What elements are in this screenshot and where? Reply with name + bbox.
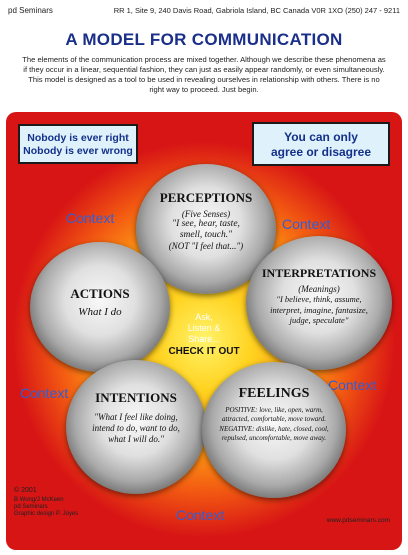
context-label-top-left: Context (66, 210, 115, 226)
context-label-left: Context (20, 385, 69, 401)
feelings-negative: NEGATIVE: dislike, hate, closed, cool, r… (219, 425, 329, 442)
center-line3: Share... (188, 334, 220, 344)
feelings-title: FEELINGS (238, 386, 310, 401)
perceptions-line2: smell, touch." (179, 230, 233, 240)
communication-model-poster: Nobody is ever right Nobody is ever wron… (6, 112, 402, 550)
interpretations-line1: "I believe, think, assume, (276, 294, 362, 304)
left-box-line2: Nobody is ever wrong (23, 145, 133, 157)
context-label-top-right: Context (282, 216, 331, 232)
context-label-bottom: Context (176, 507, 225, 523)
credit-design: Graphic design P. Joyes (14, 511, 79, 517)
actions-line1: What I do (78, 306, 122, 318)
credit-org: pd Seminars (14, 504, 48, 510)
intentions-title: INTENTIONS (95, 390, 177, 405)
interpretations-sphere: INTERPRETATIONS (Meanings) "I believe, t… (246, 236, 392, 370)
intro-paragraph: The elements of the communication proces… (22, 55, 386, 94)
perceptions-line3: (NOT "I feel that...") (168, 241, 244, 251)
website-url: www.pdseminars.com (326, 517, 390, 524)
actions-title: ACTIONS (70, 286, 130, 301)
feelings-positive: POSITIVE: love, like, open, warm, attrac… (222, 406, 326, 423)
left-box-line1: Nobody is ever right (27, 132, 129, 144)
feelings-sphere: FEELINGS POSITIVE: love, like, open, war… (202, 362, 346, 498)
context-label-right: Context (328, 377, 377, 393)
check-it-out-center: Ask, Listen & Share... CHECK IT OUT (156, 312, 252, 357)
intentions-line2: intend to do, want to do, (92, 423, 180, 433)
interpretations-line2: interpret, imagine, fantasize, (270, 304, 368, 315)
page-title: A MODEL FOR COMMUNICATION (65, 30, 343, 49)
perceptions-line1: "I see, hear, taste, (172, 219, 240, 229)
interpretations-line3: judge, speculate" (289, 315, 349, 325)
right-box-line2: agree or disagree (270, 145, 372, 159)
interpretations-sub: (Meanings) (298, 284, 340, 294)
perceptions-sub: (Five Senses) (181, 209, 231, 219)
intentions-line3: what I will do." (108, 434, 164, 444)
perceptions-title: PERCEPTIONS (159, 190, 253, 205)
center-line1: Ask, (195, 312, 213, 322)
intentions-line1: "What I feel like doing, (94, 412, 178, 422)
center-line2: Listen & (187, 323, 221, 333)
credit-authors: B Wong/J McKeen (14, 497, 64, 503)
org-address: RR 1, Site 9, 240 Davis Road, Gabriola I… (113, 6, 400, 15)
check-it-out: CHECK IT OUT (168, 346, 240, 357)
agree-disagree-box: You can only agree or disagree (252, 122, 390, 166)
interpretations-title: INTERPRETATIONS (261, 266, 377, 280)
nobody-right-box: Nobody is ever right Nobody is ever wron… (18, 124, 138, 164)
actions-sphere: ACTIONS What I do (30, 242, 170, 372)
right-box-line1: You can only (284, 130, 358, 144)
credits: © 2001 B Wong/J McKeen pd Seminars Graph… (14, 487, 78, 518)
copyright: © 2001 (14, 487, 37, 494)
org-name: pd Seminars (8, 6, 53, 15)
intentions-sphere: INTENTIONS "What I feel like doing, inte… (66, 360, 206, 494)
